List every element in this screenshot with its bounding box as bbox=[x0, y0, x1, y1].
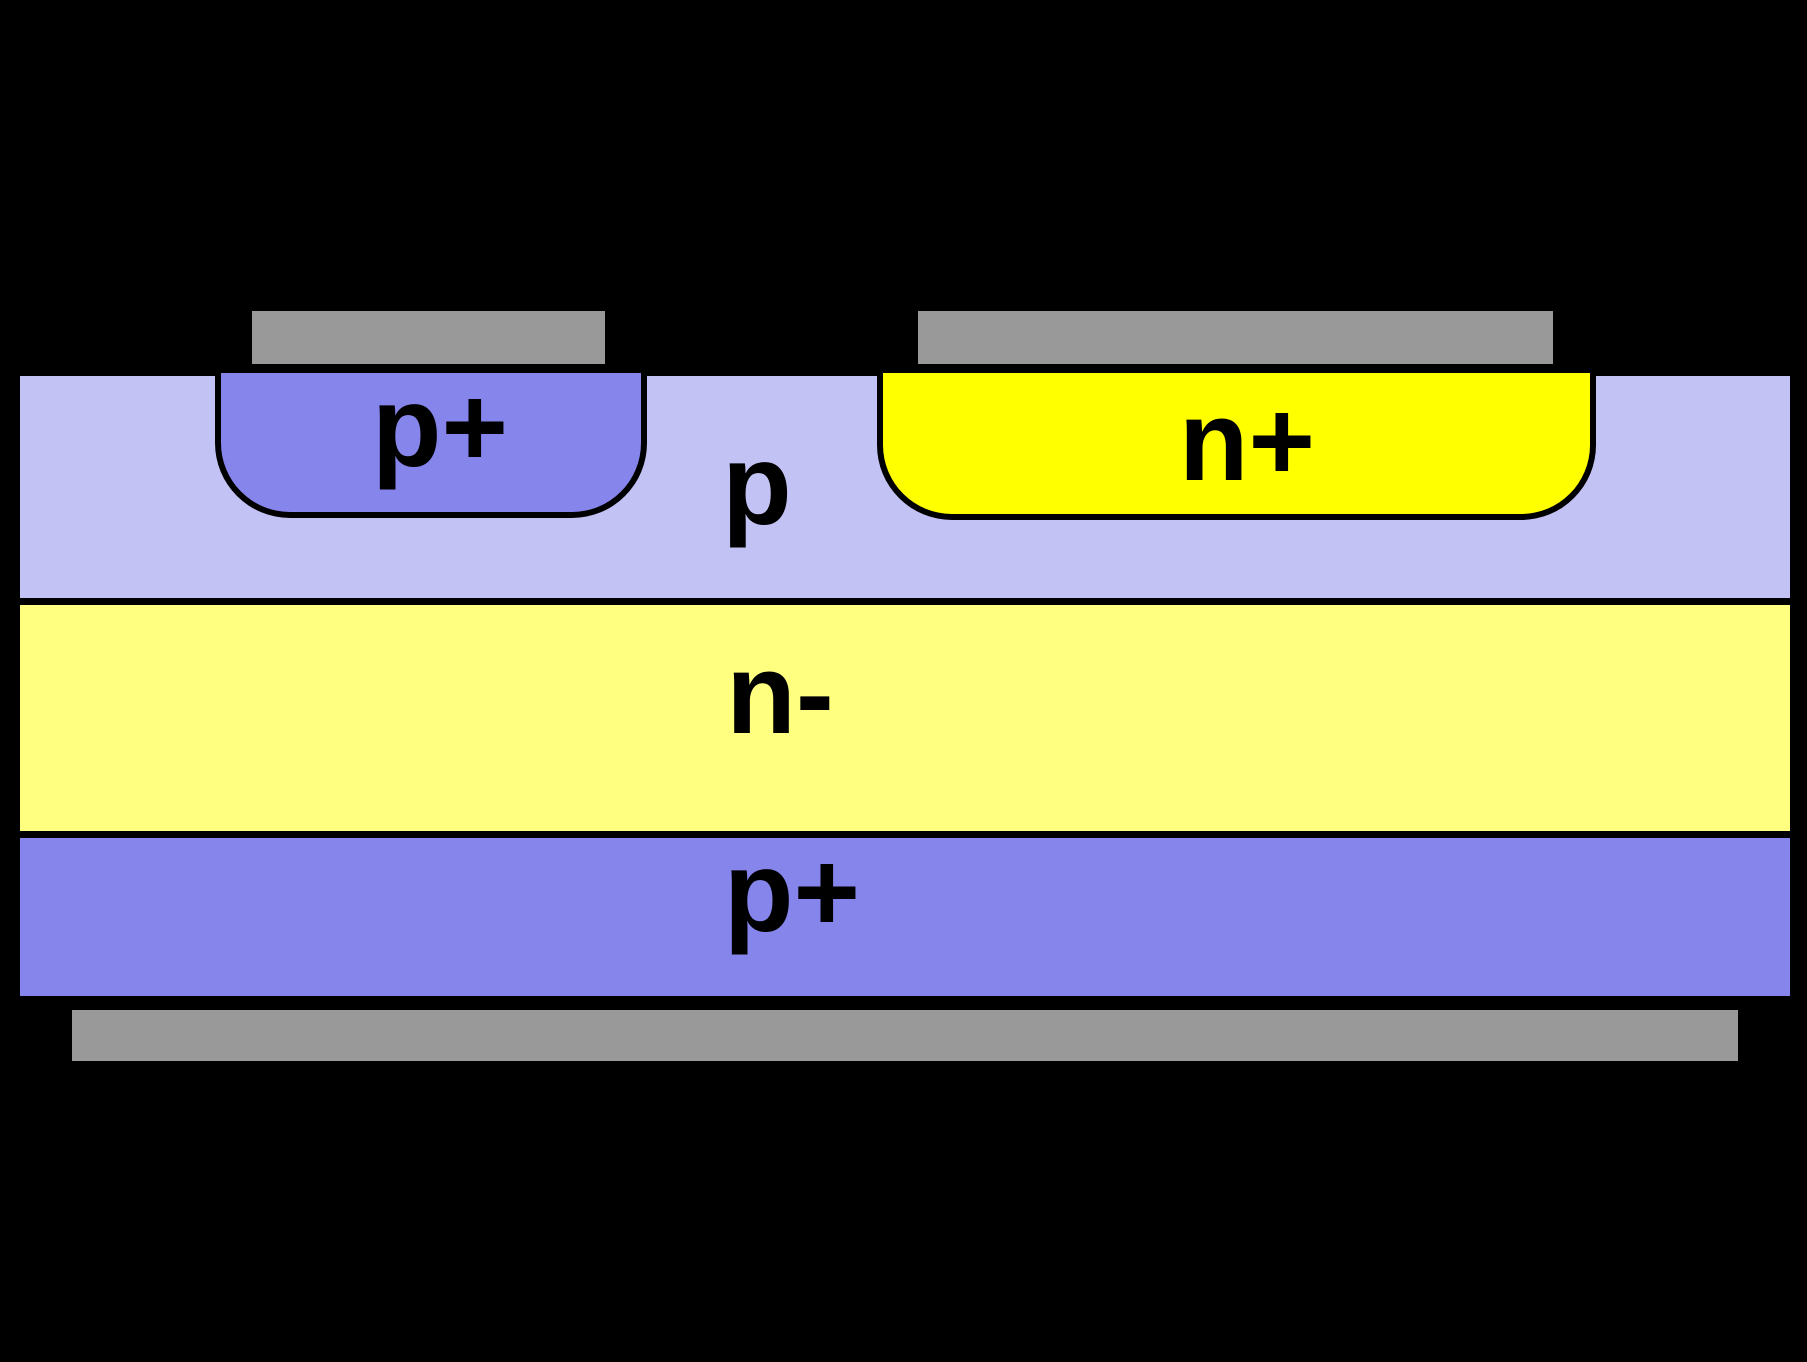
p-plus-substrate-layer bbox=[20, 838, 1790, 996]
n-drift-layer bbox=[20, 605, 1790, 831]
bottom-metal-contact bbox=[72, 1010, 1738, 1061]
p-plus-well bbox=[215, 366, 647, 518]
top-left-metal-contact bbox=[252, 311, 605, 364]
n-drift-label: n- bbox=[726, 631, 834, 758]
p-plus-well-label: p+ bbox=[371, 364, 509, 491]
n-plus-well-label: n+ bbox=[1178, 378, 1316, 505]
n-plus-well bbox=[877, 366, 1596, 520]
top-right-metal-contact bbox=[918, 311, 1553, 364]
p-base-label: p bbox=[722, 422, 792, 549]
p-plus-substrate-label: p+ bbox=[723, 829, 861, 956]
